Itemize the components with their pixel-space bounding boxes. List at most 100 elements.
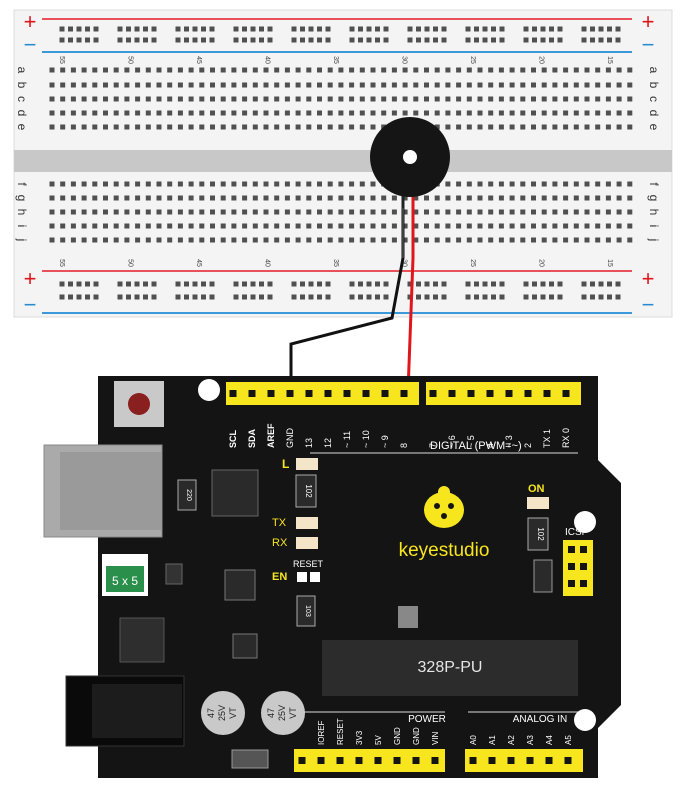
hole (231, 67, 237, 73)
hole (605, 223, 611, 229)
rail-hole (184, 294, 189, 300)
rail-hole (93, 37, 99, 43)
hole (210, 82, 215, 88)
power-pin-label: GND (393, 727, 402, 745)
hole (349, 124, 355, 130)
hole (541, 82, 547, 88)
hole (49, 82, 55, 88)
hole (445, 82, 451, 88)
hole (49, 124, 55, 130)
rail-hole (383, 294, 389, 300)
hole (242, 195, 248, 201)
top-pin-label: AREF (266, 423, 276, 448)
hole (210, 223, 215, 229)
hole (552, 67, 558, 73)
hole (627, 195, 633, 201)
rail-hole (598, 281, 604, 287)
rail-hole (259, 294, 264, 300)
rail-hole (143, 294, 148, 300)
hole (156, 67, 162, 73)
hole (477, 124, 483, 130)
hole (92, 82, 98, 88)
hole (520, 110, 526, 116)
row-letter: a (647, 67, 661, 74)
rail-hole (465, 26, 471, 32)
hole (531, 82, 536, 88)
header-digital-left (226, 382, 419, 405)
hole (434, 124, 440, 130)
header-pin (467, 390, 475, 397)
header-digital-right (426, 382, 581, 405)
header-analog (465, 749, 583, 772)
row-letter: d (647, 110, 661, 117)
hole (541, 96, 547, 102)
rail-hole (117, 294, 123, 300)
rail-hole (267, 281, 273, 287)
hole (145, 209, 151, 215)
led-ON-label: ON (528, 483, 545, 495)
hole (541, 181, 547, 187)
row-letter: f (647, 182, 661, 186)
hole (242, 110, 248, 116)
hole (177, 237, 183, 243)
rail-hole (424, 37, 430, 43)
hole (220, 223, 226, 229)
rail-hole (134, 37, 140, 43)
hole (177, 82, 183, 88)
rail-hole (151, 294, 157, 300)
hole (488, 110, 494, 116)
brand-name: keyestudio (399, 540, 490, 561)
rail-hole (581, 281, 587, 287)
hole (498, 110, 504, 116)
column-number: 30 (401, 259, 408, 267)
hole (135, 82, 141, 88)
rail-hole (151, 26, 157, 32)
hole (306, 96, 312, 102)
en-label: EN (272, 571, 287, 583)
rail-hole (291, 281, 297, 287)
usb-port-inner (60, 452, 162, 530)
hole (317, 223, 322, 229)
hole (145, 195, 151, 201)
header-pin (374, 757, 382, 764)
hole (92, 209, 98, 215)
hole (188, 67, 194, 73)
rail-hole (581, 294, 587, 300)
hole (520, 124, 526, 130)
hole (498, 96, 504, 102)
rail-hole (259, 281, 264, 287)
top-pin-label: 8 (399, 443, 409, 448)
hole (595, 96, 601, 102)
hole (456, 96, 462, 102)
header-pin (526, 757, 534, 764)
hole (359, 181, 365, 187)
hole (156, 223, 162, 229)
header-pin (298, 757, 306, 764)
hole (573, 209, 579, 215)
hole (70, 110, 76, 116)
rail-hole (201, 26, 206, 32)
hole (456, 181, 462, 187)
hole (402, 223, 408, 229)
header-pin (564, 757, 572, 764)
hole (177, 181, 183, 187)
hole (627, 181, 633, 187)
rail-hole (540, 294, 546, 300)
header-pin (448, 390, 456, 397)
hole (49, 67, 55, 73)
hole (595, 82, 601, 88)
hole (231, 209, 237, 215)
rail-hole (615, 37, 621, 43)
header-pin (362, 390, 370, 397)
hole (456, 67, 462, 73)
rail-hole (482, 281, 488, 287)
row-letter: h (647, 209, 661, 216)
hole (220, 124, 226, 130)
rail-hole (85, 26, 90, 32)
hole (359, 110, 365, 116)
rail-hole (233, 37, 239, 43)
hole (359, 96, 365, 102)
header-pin (507, 757, 515, 764)
hole (124, 110, 130, 116)
top-pin-label: ~ 5 (466, 435, 476, 448)
